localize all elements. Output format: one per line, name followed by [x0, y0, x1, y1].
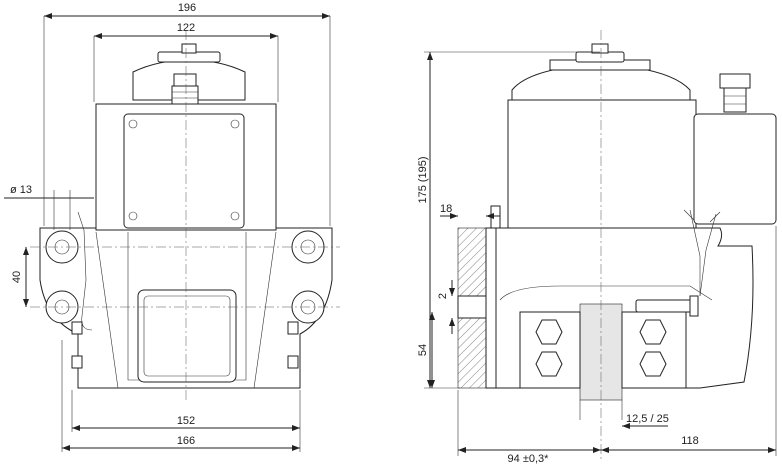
dim-foot-inner: 152: [177, 415, 195, 427]
dim-left-offset: 94 ±0,3*: [508, 453, 550, 465]
front-view: [30, 30, 340, 400]
dim-foot-outer: 166: [177, 435, 195, 447]
dim-top-width: 122: [177, 22, 195, 34]
dim-overall-width: 196: [178, 2, 196, 14]
dim-flange: 18: [440, 203, 452, 215]
dim-lower-height: 54: [417, 344, 429, 356]
dim-stroke: 12,5 / 25: [626, 413, 669, 425]
dim-hole-diameter: ø 13: [10, 184, 32, 196]
dim-right-offset: 118: [681, 435, 699, 447]
front-dimensions: [4, 13, 331, 452]
side-view: [457, 30, 777, 460]
side-dimensions: [424, 51, 777, 456]
dim-height: 175 (195): [417, 156, 429, 203]
dim-gap: 2: [437, 293, 449, 299]
dim-hole-spacing: 40: [11, 271, 23, 283]
